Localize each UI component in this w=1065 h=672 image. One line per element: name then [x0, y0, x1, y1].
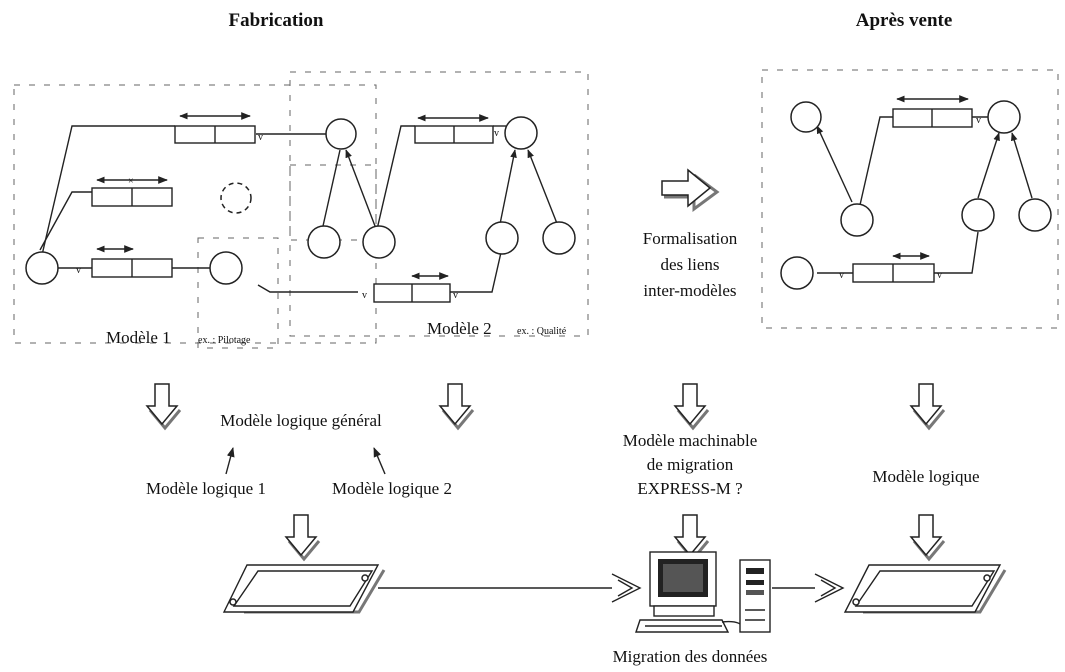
down-arrow-to-db-apres-vente [909, 514, 946, 562]
box-6: v [892, 95, 981, 128]
down-arrow-model1 [145, 383, 182, 431]
box-4: v [414, 114, 499, 144]
database-apres-vente-icon [843, 564, 1007, 614]
formalisation-line-1: Formalisation [643, 229, 738, 248]
title-apres-vente: Après vente [856, 10, 953, 31]
node [307, 225, 341, 259]
svg-text:v: v [258, 132, 263, 143]
svg-text:v: v [362, 290, 367, 301]
title-fabrication: Fabrication [229, 10, 324, 31]
logic2-arrow [373, 447, 386, 475]
general-logic-model: Modèle logique général [220, 411, 382, 430]
down-arrow-formalisation [673, 383, 710, 431]
model1-region [13, 84, 377, 344]
after-sales-logic-model: Modèle logique [872, 467, 979, 486]
node [362, 225, 396, 259]
overlap-region-2 [289, 164, 377, 241]
machinable-line-2: de migration [647, 455, 734, 474]
machinable-line-1: Modèle machinable [623, 431, 758, 450]
link [41, 125, 175, 256]
overlap-region [197, 237, 279, 349]
box-7: v v [839, 252, 942, 283]
model1-label: Modèle 1 [106, 328, 171, 347]
node [209, 251, 243, 285]
link [374, 125, 415, 239]
node [504, 116, 538, 150]
database-fabrication-icon [222, 564, 386, 614]
model1-example: ex. : Pilotage [198, 335, 251, 346]
formalisation-line-3: inter-modèles [643, 281, 736, 300]
link [1011, 132, 1033, 199]
formalisation-arrow [661, 168, 720, 212]
svg-text:v: v [494, 128, 499, 139]
fabrication-regions [13, 71, 589, 349]
fabrication-graph: v × v v v v [25, 112, 576, 303]
down-arrow-model2 [438, 383, 475, 431]
machinable-line-3: EXPRESS-M ? [637, 479, 742, 498]
node [790, 101, 822, 133]
box-2: × [91, 176, 173, 207]
apres-vente-region [761, 69, 1059, 329]
apres-vente-graph: v v v [780, 95, 1052, 290]
logic-model-2: Modèle logique 2 [332, 479, 452, 498]
node [25, 251, 59, 285]
link [322, 149, 341, 227]
logic1-arrow [225, 447, 235, 475]
svg-text:v: v [937, 270, 942, 281]
down-arrows-row-1 [145, 383, 946, 431]
node [961, 198, 995, 232]
node-dashed [220, 182, 252, 214]
link [527, 149, 559, 227]
box-5: v v [362, 272, 458, 303]
box-1: v [174, 112, 263, 144]
link [450, 247, 503, 293]
svg-text:v: v [839, 270, 844, 281]
link [39, 191, 92, 251]
link [499, 149, 517, 225]
node [987, 100, 1021, 134]
model2-region [289, 71, 589, 337]
svg-text:v: v [76, 265, 81, 276]
node [325, 118, 357, 150]
node [1018, 198, 1052, 232]
node [780, 256, 814, 290]
down-arrows-row-2 [284, 514, 946, 562]
svg-text:v: v [976, 115, 981, 126]
node [542, 221, 576, 255]
link [257, 284, 358, 293]
link [816, 125, 853, 203]
model2-label: Modèle 2 [427, 319, 492, 338]
logic-model-1: Modèle logique 1 [146, 479, 266, 498]
link [859, 116, 893, 206]
computer-icon [635, 551, 771, 633]
link [977, 132, 1000, 199]
link [345, 149, 376, 227]
migration-arrow-in [611, 573, 642, 603]
down-arrow-apres-vente [909, 383, 946, 431]
svg-text:×: × [128, 176, 134, 187]
node [485, 221, 519, 255]
migration-label: Migration des données [613, 647, 768, 666]
migration-arrow-out [814, 573, 845, 603]
model2-example: ex. : Qualité [517, 326, 567, 337]
link [934, 231, 979, 274]
node [840, 203, 874, 237]
svg-text:v: v [453, 290, 458, 301]
down-arrow-to-db-fabrication [284, 514, 321, 562]
formalisation-line-2: des liens [660, 255, 719, 274]
box-3: v [76, 245, 173, 278]
